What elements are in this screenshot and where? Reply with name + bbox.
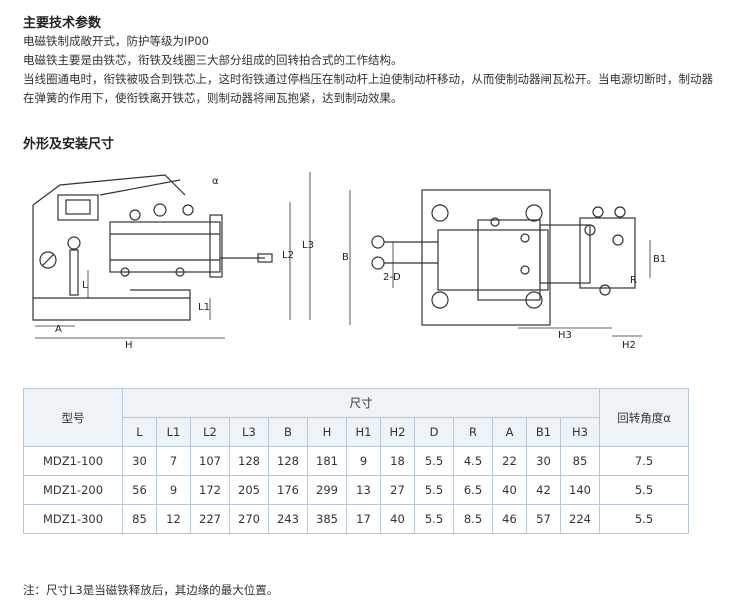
model-cell: MDZ1-300 — [23, 504, 123, 534]
dim-header: H — [307, 417, 347, 447]
tech-params-line: 在弹簧的作用下，使衔铁离开铁芯，则制动器将闸瓦抱紧，达到制动效果。 — [23, 91, 403, 105]
value-cell: 107 — [190, 446, 230, 476]
value-cell: 42 — [526, 475, 561, 505]
tech-params-line: 电磁铁制成敞开式，防护等级为IP00 — [23, 34, 209, 48]
side-view — [32, 174, 273, 321]
value-cell: 6.5 — [453, 475, 493, 505]
dim-label-L1: L1 — [198, 302, 210, 313]
dim-label-R: R — [630, 275, 637, 286]
dim-label-L: L — [82, 280, 88, 291]
value-cell: 385 — [307, 504, 347, 534]
table-row: MDZ1-300 85 12 227 270 243 385 17 40 5.5… — [23, 504, 689, 534]
dim-header: H1 — [346, 417, 381, 447]
dim-header: B1 — [526, 417, 561, 447]
header-angle: 回转角度α — [599, 388, 689, 447]
angle-cell: 5.5 — [599, 475, 689, 505]
value-cell: 13 — [346, 475, 381, 505]
header-model: 型号 — [23, 388, 123, 447]
dim-label-B: B — [342, 252, 349, 263]
value-cell: 40 — [380, 504, 415, 534]
value-cell: 9 — [346, 446, 381, 476]
value-cell: 243 — [268, 504, 308, 534]
dim-header: A — [492, 417, 527, 447]
value-cell: 176 — [268, 475, 308, 505]
dim-label-L2: L2 — [282, 250, 294, 261]
value-cell: 128 — [229, 446, 269, 476]
value-cell: 140 — [560, 475, 600, 505]
dim-header: H2 — [380, 417, 415, 447]
value-cell: 227 — [190, 504, 230, 534]
dim-label-L3: L3 — [302, 240, 314, 251]
dim-label-H3: H3 — [558, 330, 572, 341]
dim-header: H3 — [560, 417, 600, 447]
value-cell: 27 — [380, 475, 415, 505]
value-cell: 172 — [190, 475, 230, 505]
dim-label-A: A — [55, 324, 62, 335]
header-size: 尺寸 — [122, 388, 600, 418]
dim-header: L2 — [190, 417, 230, 447]
value-cell: 181 — [307, 446, 347, 476]
dim-header: L1 — [156, 417, 191, 447]
value-cell: 8.5 — [453, 504, 493, 534]
model-cell: MDZ1-100 — [23, 446, 123, 476]
dim-label-H2: H2 — [622, 340, 636, 350]
value-cell: 4.5 — [453, 446, 493, 476]
value-cell: 18 — [380, 446, 415, 476]
tech-params-line: 电磁铁主要是由铁芯，衔铁及线圈三大部分组成的回转拍合式的工作结构。 — [23, 53, 403, 67]
value-cell: 7 — [156, 446, 191, 476]
value-cell: 5.5 — [414, 446, 454, 476]
dim-label-alpha: α — [212, 176, 219, 187]
value-cell: 30 — [526, 446, 561, 476]
model-cell: MDZ1-200 — [23, 475, 123, 505]
top-view-dimensions — [349, 190, 651, 337]
value-cell: 9 — [156, 475, 191, 505]
value-cell: 57 — [526, 504, 561, 534]
table-row: MDZ1-100 30 7 107 128 128 181 9 18 5.5 4… — [23, 446, 689, 476]
dim-label-2D: 2-D — [383, 272, 401, 283]
value-cell: 205 — [229, 475, 269, 505]
value-cell: 85 — [122, 504, 157, 534]
value-cell: 56 — [122, 475, 157, 505]
angle-cell: 5.5 — [599, 504, 689, 534]
dim-header: R — [453, 417, 493, 447]
dims-header-row: L L1 L2 L3 B H H1 H2 D R A B1 H3 — [24, 417, 689, 447]
value-cell: 224 — [560, 504, 600, 534]
top-view — [371, 189, 636, 326]
value-cell: 85 — [560, 446, 600, 476]
value-cell: 5.5 — [414, 475, 454, 505]
dim-header: L3 — [229, 417, 269, 447]
value-cell: 270 — [229, 504, 269, 534]
side-view-dimensions — [35, 172, 311, 339]
dimension-drawing: α L3 L2 L L1 A H B 2-D B1 R H3 H2 — [32, 172, 666, 350]
footnote: 注：尺寸L3是当磁铁释放后，其边缘的最大位置。 — [23, 583, 279, 597]
value-cell: 5.5 — [414, 504, 454, 534]
tech-params-heading: 主要技术参数 — [23, 16, 102, 31]
dimensions-heading: 外形及安装尺寸 — [23, 137, 115, 152]
dim-label-B1: B1 — [653, 254, 666, 265]
value-cell: 30 — [122, 446, 157, 476]
dim-header: B — [268, 417, 308, 447]
dim-header: L — [122, 417, 157, 447]
dim-label-H: H — [125, 340, 133, 350]
spec-table: 型号 尺寸 回转角度α L L1 L2 L3 B H H1 H2 D R A B… — [23, 388, 689, 534]
value-cell: 12 — [156, 504, 191, 534]
value-cell: 17 — [346, 504, 381, 534]
value-cell: 40 — [492, 475, 527, 505]
value-cell: 22 — [492, 446, 527, 476]
value-cell: 46 — [492, 504, 527, 534]
value-cell: 128 — [268, 446, 308, 476]
angle-cell: 7.5 — [599, 446, 689, 476]
tech-params-line: 当线圈通电时，衔铁被吸合到铁芯上，这时衔铁通过停档压在制动杆上迫使制动杆移动，从… — [23, 72, 713, 86]
dim-header: D — [414, 417, 454, 447]
table-row: MDZ1-200 56 9 172 205 176 299 13 27 5.5 … — [23, 475, 689, 505]
value-cell: 299 — [307, 475, 347, 505]
